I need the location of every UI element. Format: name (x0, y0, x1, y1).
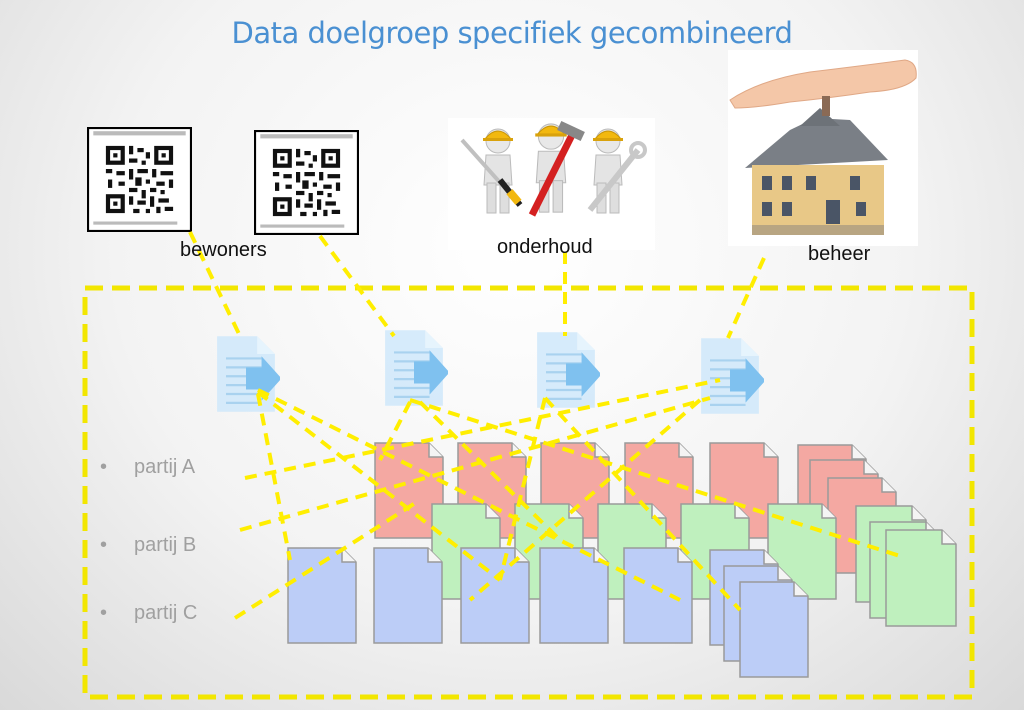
document-corner (793, 582, 808, 597)
document-page (539, 547, 609, 644)
party-label: partij B (134, 534, 197, 556)
document-corner (428, 443, 443, 458)
document-corner (568, 504, 583, 519)
document-corner (851, 445, 866, 460)
document-arrow-icon (699, 337, 764, 415)
document-corner (777, 566, 792, 581)
document-corner (485, 504, 500, 519)
document-corner (651, 504, 666, 519)
party-item-b: • partij B (100, 534, 196, 557)
document-page (460, 547, 530, 644)
document-corner (941, 530, 956, 545)
connector-lines (188, 231, 901, 620)
dashed-frame (82, 285, 975, 700)
document-corner (341, 548, 356, 563)
document-page (739, 581, 809, 678)
document-corner (734, 504, 749, 519)
document-corner (677, 548, 692, 563)
document-page (623, 547, 693, 644)
document-corner (911, 506, 926, 521)
document-arrow-icon (383, 329, 448, 407)
document-page (373, 547, 443, 644)
document-corner (678, 443, 693, 458)
document-arrow-icon (215, 335, 280, 413)
document-corner (763, 550, 778, 565)
bullet-dot: • (100, 456, 108, 478)
document-page (885, 529, 957, 627)
party-item-c: • partij C (100, 602, 197, 625)
document-corner (427, 548, 442, 563)
bullet-dot: • (100, 534, 108, 556)
party-label: partij A (134, 456, 196, 478)
bullet-dot: • (100, 602, 108, 624)
group-label-bewoners: bewoners (180, 239, 267, 261)
document-corner (594, 443, 609, 458)
document-corner (763, 443, 778, 458)
document-corner (881, 478, 896, 493)
party-c-documents (287, 547, 809, 678)
group-label-onderhoud: onderhoud (497, 236, 593, 258)
workers-tools-icon (448, 118, 655, 250)
qr-code-icon (87, 127, 192, 232)
qr-code-icon (254, 130, 359, 235)
page-title: Data doelgroep specifiek gecombineerd (231, 16, 793, 50)
party-item-a: • partij A (100, 456, 195, 479)
house-hand-icon (728, 50, 918, 246)
group-label-beheer: beheer (808, 243, 871, 265)
document-corner (821, 504, 836, 519)
document-page (374, 442, 444, 539)
document-corner (863, 460, 878, 475)
document-arrow-icon (535, 331, 600, 409)
party-label: partij C (134, 602, 198, 624)
